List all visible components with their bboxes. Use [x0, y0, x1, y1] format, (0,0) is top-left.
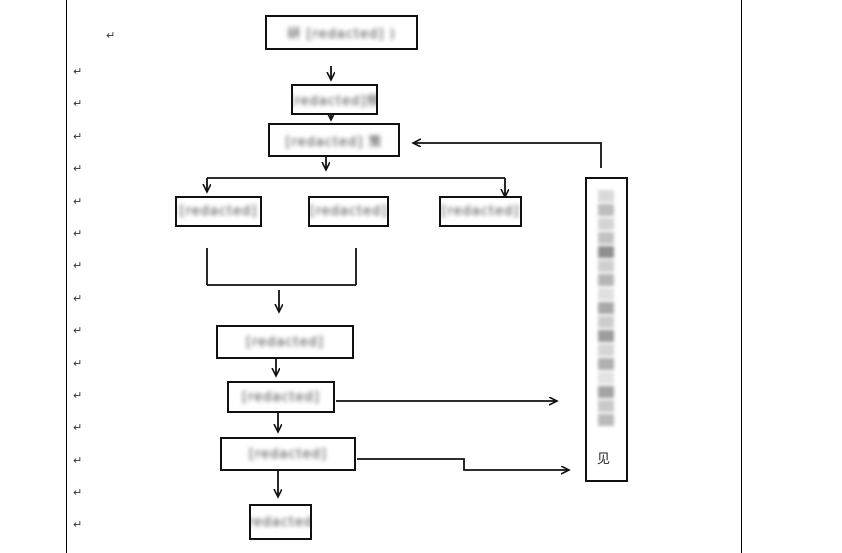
flow-branch-right: [redacted]	[439, 196, 522, 227]
paragraph-mark-icon: ↵	[73, 259, 83, 272]
paragraph-mark-icon: ↵	[73, 97, 83, 110]
paragraph-mark-icon: ↵	[73, 227, 83, 240]
flow-branch-middle: [redacted]	[308, 196, 389, 227]
flow-node-3: [redacted] 策	[268, 123, 400, 157]
flow-branch-right-label: [redacted]	[441, 204, 520, 219]
paragraph-mark-icon: ↵	[73, 65, 83, 78]
paragraph-mark-icon: ↵	[73, 292, 83, 305]
paragraph-mark-icon: ↵	[73, 195, 83, 208]
flow-node-6: [redacted]	[220, 437, 356, 471]
paragraph-mark-icon: ↵	[73, 130, 83, 143]
paragraph-mark-icon: ↵	[73, 454, 83, 467]
flow-node-1-label: 研 [redacted] )	[287, 27, 396, 42]
flow-branch-left: [redacted]	[175, 196, 262, 227]
feedback-box-label-suffix: 见	[597, 452, 611, 467]
flow-branch-middle-label: [redacted]	[309, 204, 388, 219]
flow-node-3-label: [redacted] 策	[285, 134, 383, 150]
arrow-feedback-to-node3	[413, 143, 602, 168]
flow-node-2-label: [redacted]频	[291, 94, 378, 109]
flow-node-5: [redacted]	[227, 381, 335, 413]
paragraph-mark-icon: ↵	[73, 389, 83, 402]
paragraph-mark-icon: ↵	[106, 29, 116, 42]
flow-node-4: [redacted]	[216, 325, 354, 359]
flow-node-5-label: [redacted]	[242, 389, 320, 405]
paragraph-mark-icon: ↵	[73, 162, 83, 175]
paragraph-mark-icon: ↵	[73, 518, 83, 531]
paragraph-mark-icon: ↵	[73, 357, 83, 370]
flow-node-4-label: [redacted]	[246, 334, 324, 350]
paragraph-mark-icon: ↵	[73, 324, 83, 337]
paragraph-mark-icon: ↵	[73, 421, 83, 434]
paragraph-mark-icon: ↵	[73, 486, 83, 499]
flow-branch-left-label: [redacted]	[179, 204, 258, 219]
left-page-margin-line	[66, 0, 67, 553]
arrow-node6-to-feedback	[357, 458, 569, 470]
feedback-box-redacted-text	[598, 190, 614, 428]
flow-node-7: [redacted]	[249, 504, 312, 540]
flow-node-6-label: [redacted]	[249, 446, 327, 462]
flow-node-2: [redacted]频	[291, 84, 378, 115]
flow-node-7-label: [redacted]	[251, 514, 310, 530]
right-page-margin-line	[741, 0, 742, 553]
flow-node-1: 研 [redacted] )	[265, 15, 418, 50]
